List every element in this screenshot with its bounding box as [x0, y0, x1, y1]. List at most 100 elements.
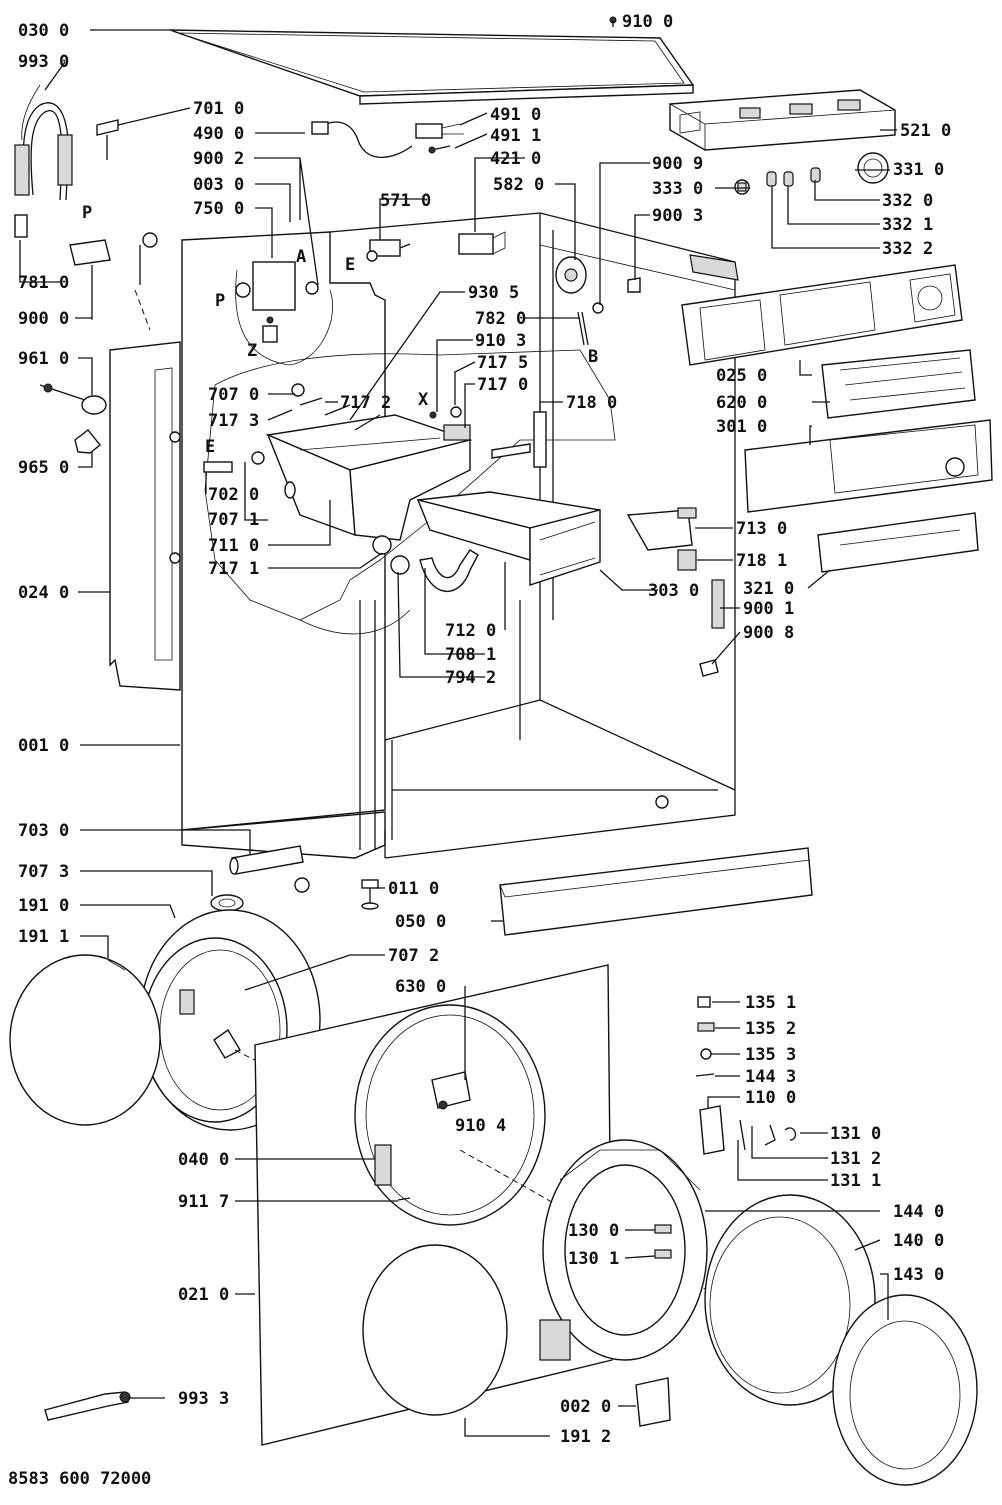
mark-z: Z	[247, 341, 257, 361]
label-750-0: 750 0	[193, 199, 244, 219]
bar-718-0-drawing	[491, 411, 547, 468]
part-number-labels: 030 0 910 0 993 0 701 0 490 0 491 0 491 …	[18, 12, 951, 1447]
interference-filter-drawing	[458, 231, 506, 255]
label-707-1: 707 1	[208, 510, 259, 530]
mark-b: B	[588, 347, 598, 367]
mark-p-cord: P	[82, 203, 92, 223]
label-030-0: 030 0	[18, 21, 69, 41]
glass-191-2-drawing	[362, 1244, 508, 1416]
label-582-0: 582 0	[493, 175, 544, 195]
label-191-0: 191 0	[18, 896, 69, 916]
clip-900-2-drawing	[134, 232, 158, 331]
label-911-7: 911 7	[178, 1192, 229, 1212]
knob-331-drawing	[857, 152, 889, 184]
door-handle-drawing	[699, 1105, 797, 1155]
mark-x: X	[418, 390, 429, 410]
top-lid-drawing	[169, 29, 695, 105]
label-707-2: 707 2	[388, 946, 439, 966]
electronics-board-drawing	[821, 349, 976, 419]
power-cord-drawing	[14, 84, 73, 238]
label-331-0: 331 0	[893, 160, 944, 180]
dispenser-region-outline	[204, 349, 616, 621]
door-switch-drawing	[699, 579, 725, 677]
leader-lines	[19, 29, 897, 1437]
glass-191-1-drawing	[9, 954, 161, 1126]
label-571-0: 571 0	[380, 191, 431, 211]
label-131-1: 131 1	[830, 1171, 881, 1191]
gasket-ring-965-drawing	[74, 429, 101, 454]
label-717-0: 717 0	[477, 375, 528, 395]
block-718-1-drawing	[677, 549, 697, 571]
label-421-0: 421 0	[490, 149, 541, 169]
label-001-0: 001 0	[18, 736, 69, 756]
buttons-332-drawing	[766, 167, 821, 187]
label-620-0: 620 0	[716, 393, 767, 413]
label-718-1: 718 1	[736, 551, 787, 571]
label-332-1: 332 1	[882, 215, 933, 235]
cord-clamp-drawing	[96, 119, 119, 160]
label-144-0: 144 0	[893, 1202, 944, 1222]
label-717-5: 717 5	[477, 353, 528, 373]
pressure-chamber-drawing	[235, 261, 333, 366]
programmer-unit-drawing	[669, 89, 896, 151]
cable-drawing	[311, 121, 464, 158]
label-965-0: 965 0	[18, 458, 69, 478]
label-040-0: 040 0	[178, 1150, 229, 1170]
pressure-switch-drawing	[555, 256, 604, 314]
inner-door-glass-drawing	[704, 1194, 876, 1406]
bracket-900-0-drawing	[69, 239, 111, 320]
label-521-0: 521 0	[900, 121, 951, 141]
label-491-1: 491 1	[490, 126, 541, 146]
door-frame-drawing	[539, 1139, 708, 1361]
label-332-0: 332 0	[882, 191, 933, 211]
label-144-3: 144 3	[745, 1067, 796, 1087]
mark-e-top: E	[345, 255, 355, 275]
drain-hose-703-drawing	[229, 845, 310, 893]
plinth-drawing	[499, 847, 813, 936]
door-lock-bracket-drawing	[626, 507, 697, 551]
label-703-0: 703 0	[18, 821, 69, 841]
hose-drawing	[299, 535, 479, 635]
label-707-3: 707 3	[18, 862, 69, 882]
label-050-0: 050 0	[395, 912, 446, 932]
label-140-0: 140 0	[893, 1231, 944, 1251]
label-717-2: 717 2	[340, 393, 391, 413]
label-711-0: 711 0	[208, 536, 259, 556]
label-130-0: 130 0	[568, 1221, 619, 1241]
label-718-0: 718 0	[566, 393, 617, 413]
label-782-0: 782 0	[475, 309, 526, 329]
label-135-3: 135 3	[745, 1045, 796, 1065]
label-491-0: 491 0	[490, 105, 541, 125]
foot-011-drawing	[361, 879, 379, 910]
side-panel-drawing	[109, 341, 181, 691]
label-003-0: 003 0	[193, 175, 244, 195]
document-number: 8583 600 72000	[8, 1469, 151, 1489]
label-712-0: 712 0	[445, 621, 496, 641]
control-panel-frame-drawing	[681, 264, 963, 366]
label-021-0: 021 0	[178, 1285, 229, 1305]
label-024-0: 024 0	[18, 583, 69, 603]
dispenser-drawer-drawing	[416, 491, 601, 586]
label-130-1: 130 1	[568, 1249, 619, 1269]
label-707-0: 707 0	[208, 385, 259, 405]
label-131-2: 131 2	[830, 1149, 881, 1169]
label-131-0: 131 0	[830, 1124, 881, 1144]
label-191-2: 191 2	[560, 1427, 611, 1447]
label-794-2: 794 2	[445, 668, 496, 688]
label-332-2: 332 2	[882, 239, 933, 259]
label-910-3: 910 3	[475, 331, 526, 351]
card-002-drawing	[635, 1377, 671, 1427]
label-900-1: 900 1	[743, 599, 794, 619]
label-961-0: 961 0	[18, 349, 69, 369]
bracket-900-3-drawing	[627, 277, 641, 293]
label-630-0: 630 0	[395, 977, 446, 997]
label-025-0: 025 0	[716, 366, 767, 386]
mark-p-chamber: P	[215, 291, 225, 311]
label-490-0: 490 0	[193, 124, 244, 144]
label-011-0: 011 0	[388, 879, 439, 899]
screw-910-0-drawing	[609, 16, 617, 27]
label-781-0: 781 0	[18, 273, 69, 293]
hinge-bolt-drawing	[39, 383, 107, 415]
label-301-0: 301 0	[716, 417, 767, 437]
